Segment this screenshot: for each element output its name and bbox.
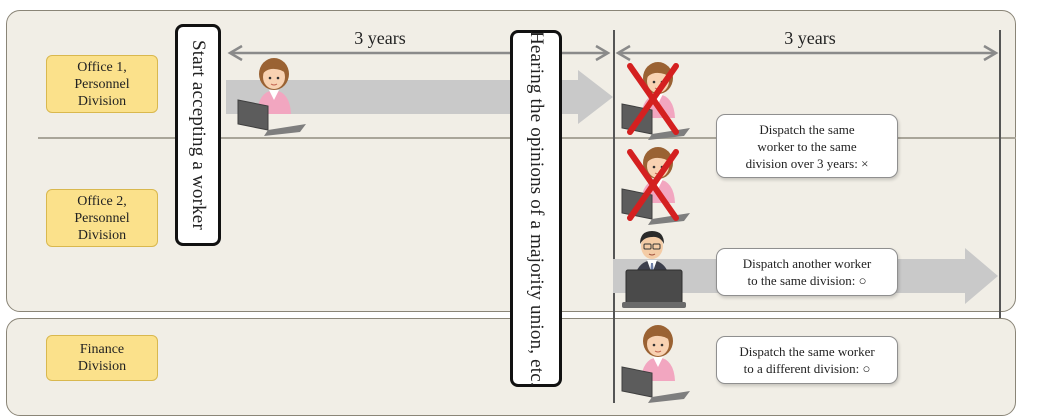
male-worker-at-laptop-icon (621, 230, 687, 309)
row-label-office-2: Office 2, Personnel Division (46, 189, 158, 247)
period-arrow-second (615, 44, 999, 62)
period-label-second: 3 years (784, 28, 836, 48)
note-same-worker-same-division: Dispatch the same worker to the same div… (716, 114, 898, 178)
milestone-hearing-text: Hearing the opinions of a majority union… (526, 30, 547, 387)
female-worker-at-laptop-icon (621, 324, 691, 403)
milestone-hearing-opinions: Hearing the opinions of a majority union… (510, 30, 562, 387)
row-label-finance: Finance Division (46, 335, 158, 381)
timeline-line-end (999, 30, 1001, 318)
timeline-line-3-years (613, 30, 615, 403)
note-another-worker: Dispatch another worker to the same divi… (716, 248, 898, 296)
milestone-start-accepting: Start accepting a worker (175, 24, 221, 246)
row-label-office-1: Office 1, Personnel Division (46, 55, 158, 113)
milestone-start-text: Start accepting a worker (188, 40, 209, 230)
note-same-worker-different-division: Dispatch the same worker to a different … (716, 336, 898, 384)
period-label-first: 3 years (354, 28, 406, 48)
